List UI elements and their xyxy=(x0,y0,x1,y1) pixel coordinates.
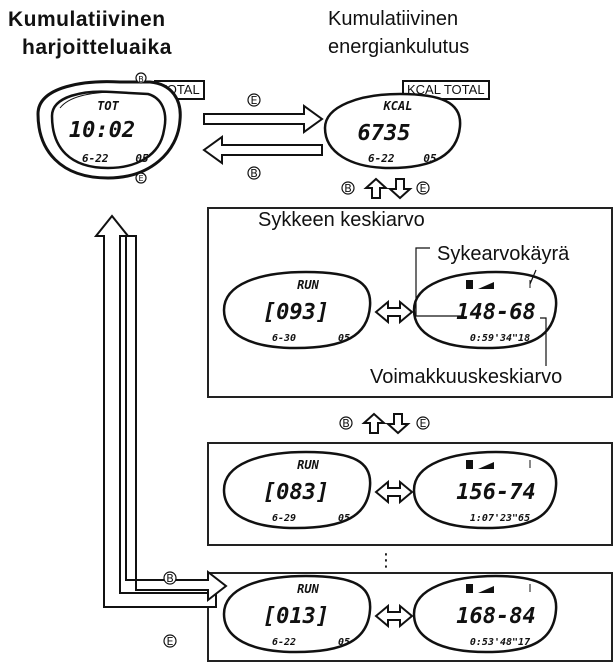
button-b-icon xyxy=(341,181,355,195)
arrow-right-icon xyxy=(203,104,324,134)
lcd-record: [083] xyxy=(263,480,329,505)
lcd-main-total: 10:02 xyxy=(69,118,135,143)
callouts xyxy=(415,247,547,366)
lcd-time: 0:59'34"18 xyxy=(470,333,530,344)
record-row: RUN [083] 6-29 05 156-74 1:07'23"65 xyxy=(222,450,558,530)
average-intensity-label: Voimakkuuskeskiarvo xyxy=(370,366,563,388)
button-b-icon xyxy=(163,571,177,585)
button-b-icon xyxy=(135,72,147,84)
return-arrow-up-icon xyxy=(93,214,217,608)
lcd-date-kcal: 6-22 xyxy=(368,152,395,165)
button-e-icon xyxy=(163,634,177,648)
arrow-up-icon xyxy=(363,177,389,199)
double-arrow-icon xyxy=(374,299,414,325)
button-e-label: E xyxy=(420,417,427,430)
lcd-date: 6-29 xyxy=(272,513,296,524)
arrow-left-icon xyxy=(202,135,323,165)
intensity-bar-icon xyxy=(466,280,473,289)
button-b-label: B xyxy=(342,417,350,430)
detail-watch-screen xyxy=(412,574,558,654)
lcd-heart-rate: 148-68 xyxy=(456,300,535,325)
lcd-heart-rate: 168-84 xyxy=(456,604,535,629)
button-e-icon xyxy=(135,172,147,184)
arrows-top: E B xyxy=(202,93,324,180)
button-b-label: B xyxy=(344,182,352,195)
intensity-bar-icon xyxy=(466,584,473,593)
double-arrow-icon xyxy=(374,479,414,505)
button-b-icon xyxy=(247,166,261,180)
lcd-id: 05 xyxy=(338,513,350,524)
heart-rate-curve-icon xyxy=(478,282,494,289)
button-e-label: E xyxy=(167,635,174,648)
watch-kcal: KCAL 6735 6-22 05 xyxy=(323,92,462,170)
button-e-label: E xyxy=(420,182,427,195)
heart-rate-curve-icon xyxy=(478,462,494,469)
watch-total: B E TOT 10:02 6-22 05 xyxy=(36,72,182,184)
button-b-icon xyxy=(339,416,353,430)
record-watch-screen xyxy=(222,270,372,350)
lcd-id: 05 xyxy=(338,333,350,344)
lcd-date: 6-22 xyxy=(272,637,296,648)
record-watch-screen xyxy=(222,574,372,654)
callout-average-heart-rate xyxy=(415,247,464,317)
detail-watch-screen xyxy=(412,270,558,350)
lcd-record: [093] xyxy=(263,300,329,325)
arrows-updown-1: B E xyxy=(341,177,430,200)
button-e-icon xyxy=(416,416,430,430)
lcd-mode-total: TOT xyxy=(97,99,119,113)
cumulative-energy-label-2: energiankulutus xyxy=(328,36,470,58)
cumulative-energy-label-1: Kumulatiivinen xyxy=(328,8,459,30)
double-arrow-icon xyxy=(374,603,414,629)
lcd-id: 05 xyxy=(338,637,350,648)
forward-arrow-right-icon xyxy=(125,235,228,603)
lcd-mode-kcal: KCAL xyxy=(383,99,413,113)
lcd-record: [013] xyxy=(263,604,329,629)
lcd-mode: RUN xyxy=(297,458,319,472)
lcd-id-total: 05 xyxy=(135,152,149,165)
lcd-time: 1:07'23"65 xyxy=(470,513,530,524)
record-row: RUN [013] 6-22 05 168-84 0:53'48"17 xyxy=(222,574,558,654)
lcd-main-kcal: 6735 xyxy=(358,121,411,146)
lcd-time: 0:53'48"17 xyxy=(470,637,530,648)
arrow-up-icon xyxy=(361,412,387,434)
button-e-icon xyxy=(247,93,261,107)
detail-watch-screen xyxy=(412,450,558,530)
lcd-date: 6-30 xyxy=(272,333,296,344)
button-e-icon xyxy=(416,181,430,195)
lcd-id-kcal: 05 xyxy=(423,152,437,165)
svg-text:E: E xyxy=(138,174,143,183)
arrow-down-icon xyxy=(385,413,411,435)
cumulative-time-label-1: Kumulatiivinen xyxy=(8,8,166,31)
return-loop-arrows: B E xyxy=(93,214,228,648)
heart-rate-curve-icon xyxy=(478,586,494,593)
record-watch-screen xyxy=(222,450,372,530)
record-row: RUN [093] 6-30 05 148-68 0:59'34"18 xyxy=(222,270,558,350)
arrows-updown-2: B E xyxy=(339,412,430,435)
heart-rate-curve-label: Sykearvokäyrä xyxy=(437,243,570,265)
intensity-bar-icon xyxy=(466,460,473,469)
watch-screen xyxy=(50,90,167,170)
watch-screen xyxy=(323,92,462,170)
button-e-label: E xyxy=(251,94,258,107)
cumulative-time-label-2: harjoitteluaika xyxy=(22,36,172,59)
callout-heart-rate-curve xyxy=(529,269,537,285)
button-b-label: B xyxy=(250,167,258,180)
ellipsis: ⋮ xyxy=(377,550,395,571)
lcd-date-total: 6-22 xyxy=(82,152,109,165)
svg-text:B: B xyxy=(138,75,144,84)
arrow-down-icon xyxy=(387,178,413,200)
callout-average-intensity xyxy=(540,317,547,366)
button-b-label: B xyxy=(166,572,174,585)
average-heart-rate-label: Sykkeen keskiarvo xyxy=(258,209,425,231)
lcd-mode: RUN xyxy=(297,582,319,596)
lcd-mode: RUN xyxy=(297,278,319,292)
lcd-heart-rate: 156-74 xyxy=(456,480,535,505)
